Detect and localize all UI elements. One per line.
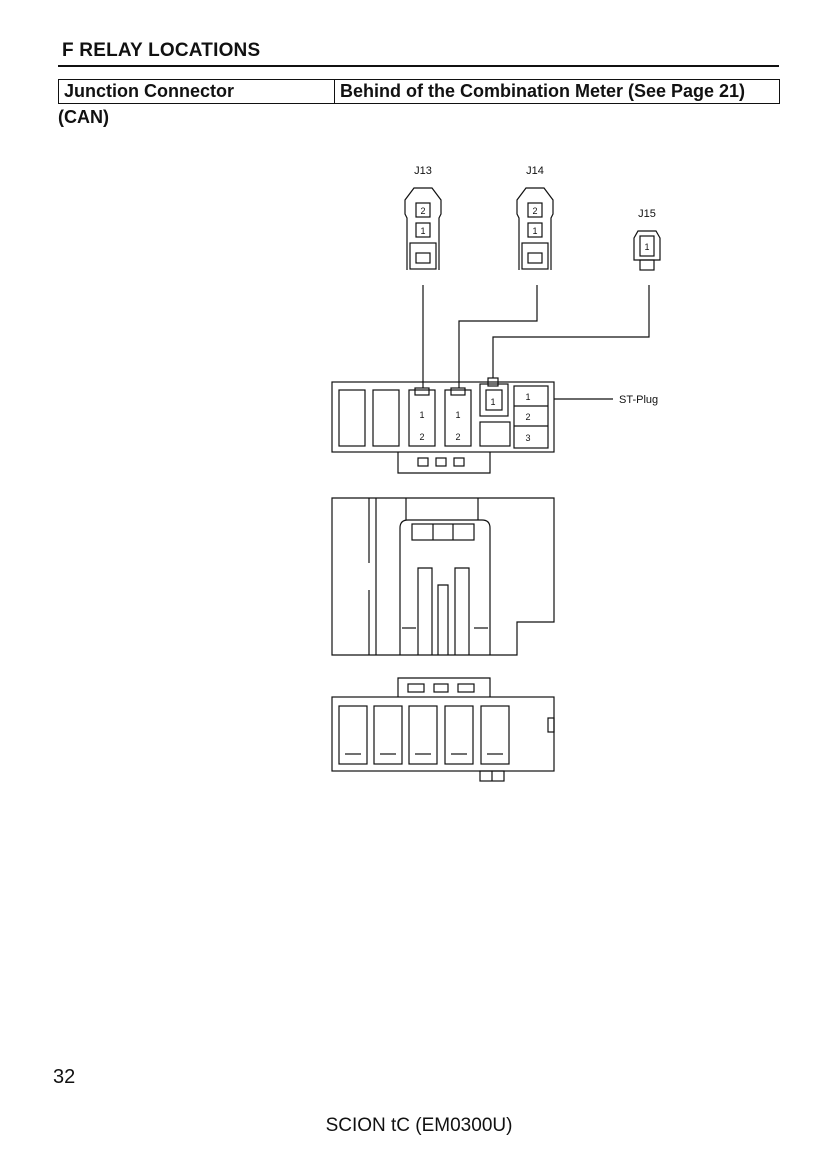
j13-pin-2: 2 — [420, 206, 425, 216]
section-title: F RELAY LOCATIONS — [62, 40, 261, 61]
block-pin-a1: 1 — [419, 410, 424, 420]
j13-label: J13 — [414, 165, 432, 177]
st-plug-label: ST-Plug — [619, 394, 658, 406]
j14-pin-2: 2 — [532, 206, 537, 216]
j13-pin-1: 1 — [420, 226, 425, 236]
block-pin-c1: 1 — [490, 397, 495, 407]
can-label: (CAN) — [58, 107, 109, 127]
j15-label: J15 — [638, 208, 656, 220]
j15-pin-1: 1 — [644, 242, 649, 252]
block-pin-a2: 2 — [419, 432, 424, 442]
location-table: Junction Connector Behind of the Combina… — [58, 79, 780, 104]
block-pin-b1: 1 — [455, 410, 460, 420]
j15-connector: J15 1 — [492, 208, 661, 378]
junction-block-front: 1 2 1 2 1 1 2 3 ST-Plug — [331, 377, 658, 474]
block-pin-d1: 1 — [525, 392, 530, 402]
j14-pin-1: 1 — [532, 226, 537, 236]
j13-connector: J13 2 1 — [404, 165, 442, 388]
block-pin-b2: 2 — [455, 432, 460, 442]
page-number: 32 — [53, 1066, 76, 1088]
block-pin-d2: 2 — [525, 412, 530, 422]
j14-label: J14 — [526, 165, 544, 177]
footer-model: SCION tC (EM0300U) — [325, 1115, 513, 1136]
title-rule — [58, 65, 779, 67]
junction-block-bottom — [331, 677, 555, 782]
location-cell: Behind of the Combination Meter (See Pag… — [334, 79, 780, 104]
connector-name-cell: Junction Connector — [58, 79, 335, 104]
j14-connector: J14 2 1 — [458, 165, 554, 388]
table-row: Junction Connector Behind of the Combina… — [58, 79, 780, 104]
junction-block-side — [331, 497, 555, 656]
block-pin-d3: 3 — [525, 433, 530, 443]
